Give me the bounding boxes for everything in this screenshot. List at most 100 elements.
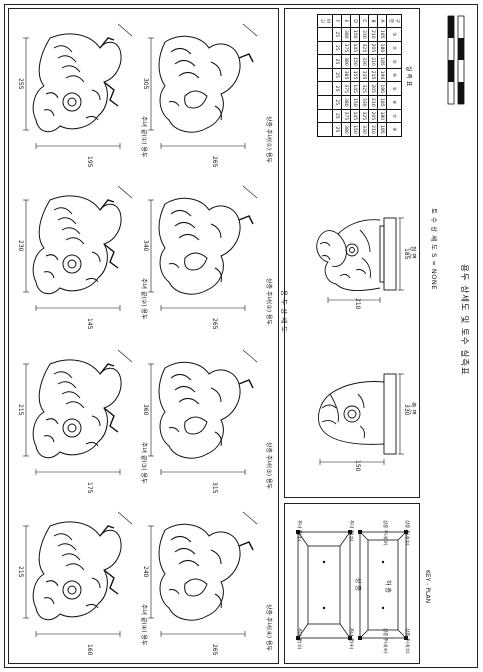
- table-cell: 380: [341, 95, 351, 110]
- table-cell: 210: [368, 122, 378, 137]
- table-cell: 380: [341, 122, 351, 137]
- table-cell: 25: [332, 68, 342, 82]
- tosu-side-drawing: [318, 373, 404, 465]
- table-cell: D: [350, 14, 360, 28]
- tosu-detail-title: 토 수 상 세 도 S = NONE: [430, 208, 438, 290]
- key-plan-title: KEY - PLAN: [424, 570, 431, 604]
- key-plan-drawing: [296, 530, 408, 640]
- table-cell: 210: [368, 54, 378, 69]
- table-cell: [317, 54, 333, 69]
- table-cell: 150: [350, 27, 360, 42]
- scale-bar: [447, 15, 465, 105]
- dragon-width-7: 315: [211, 482, 218, 494]
- table-cell: 190: [377, 68, 387, 82]
- table-header-cell: ⑧: [386, 122, 402, 137]
- dragon-height-2: 230: [17, 240, 24, 252]
- key-plan-frame: [284, 503, 420, 664]
- dragon-caption-6: 상층 추녀(②) 용두: [265, 278, 272, 325]
- key-plan-lower-label: 하 층: [384, 580, 391, 593]
- sheet-border: [4, 4, 478, 668]
- table-cell: 325: [359, 109, 369, 123]
- key-plan-corner-label: 상층 추녀(①): [404, 520, 409, 546]
- dragon-drawing-3: [23, 349, 133, 475]
- table-cell: 330: [359, 27, 369, 42]
- dragon-caption-8: 상층 추녀(④) 용두: [265, 604, 272, 651]
- table-cell: [317, 95, 333, 110]
- tosu-front-drawing: [316, 217, 404, 303]
- table-cell: A: [377, 14, 387, 28]
- table-cell: 145: [350, 41, 360, 55]
- dragon-width-6: 265: [211, 318, 218, 330]
- table-cell: 375: [341, 109, 351, 123]
- key-plan-corner-label: 상층 추녀(④): [382, 628, 387, 654]
- table-cell: 25: [332, 54, 342, 69]
- table-cell: 325: [359, 81, 369, 96]
- table-header-cell: 구분: [386, 14, 402, 28]
- table-cell: 325: [359, 41, 369, 55]
- dragon-drawing-1: [23, 23, 133, 149]
- table-cell: 210: [368, 27, 378, 42]
- table-cell: 185: [377, 122, 387, 137]
- key-plan-corner-label: 추녀 끝(②): [296, 628, 301, 650]
- table-header-cell: ⑦: [386, 109, 402, 123]
- table-cell: 180: [377, 109, 387, 123]
- table-cell: 150: [350, 95, 360, 110]
- dragon-detail-frame: [8, 8, 279, 664]
- table-cell: 25: [332, 95, 342, 110]
- dragon-drawing-4: [23, 511, 133, 637]
- dragon-drawing-7: [148, 349, 258, 475]
- table-cell: 215: [368, 68, 378, 82]
- table-cell: 330: [359, 54, 369, 69]
- key-plan-corner-label: 추녀 끝(③): [348, 520, 353, 542]
- table-cell: E: [341, 14, 351, 28]
- table-cell: 25: [332, 27, 342, 42]
- table-header-cell: ⑥: [386, 95, 402, 110]
- tosu-side-dim-d: 150: [354, 460, 361, 472]
- table-cell: 185: [377, 27, 387, 42]
- dragon-height-7: 360: [142, 404, 149, 416]
- table-cell: 205: [368, 109, 378, 123]
- table-cell: 375: [341, 81, 351, 96]
- table-cell: 25: [332, 122, 342, 137]
- table-cell: 210: [368, 95, 378, 110]
- table-cell: 155: [350, 68, 360, 82]
- sheet-title: 용두 상세도 및 토수 실측표: [459, 264, 469, 376]
- table-cell: 비고: [317, 14, 333, 28]
- dragon-height-1: 255: [17, 78, 24, 90]
- table-header-cell: ①: [386, 27, 402, 42]
- table-cell: 380: [341, 27, 351, 42]
- key-plan-upper-label: 상 층: [354, 578, 361, 591]
- tosu-front-dim-b: 210: [354, 298, 361, 310]
- dragon-height-3: 215: [17, 404, 24, 416]
- table-cell: 385: [341, 68, 351, 82]
- table-cell: 330: [359, 122, 369, 137]
- dragon-drawing-6: [148, 185, 258, 311]
- tosu-detail-frame: [284, 8, 420, 498]
- table-cell: 150: [350, 122, 360, 137]
- table-header-cell: ③: [386, 54, 402, 69]
- dragon-drawing-2: [23, 185, 133, 311]
- table-cell: 330: [359, 95, 369, 110]
- table-cell: 185: [377, 54, 387, 69]
- table-cell: 380: [341, 54, 351, 69]
- table-cell: [317, 41, 333, 55]
- dragon-caption-7: 상층 추녀(③) 용두: [265, 442, 272, 489]
- table-cell: 25: [332, 81, 342, 96]
- table-cell: 335: [359, 68, 369, 82]
- table-cell: 25: [332, 109, 342, 123]
- table-cell: 145: [350, 109, 360, 123]
- table-cell: C: [359, 14, 369, 28]
- key-plan-corner-label: 추녀 끝(①): [296, 520, 301, 542]
- table-cell: [317, 27, 333, 42]
- table-cell: [317, 122, 333, 137]
- table-cell: 205: [368, 81, 378, 96]
- table-cell: 205: [368, 41, 378, 55]
- table-row: 비고: [317, 14, 333, 137]
- key-plan-corner-label: 상층 추녀(②): [404, 628, 409, 654]
